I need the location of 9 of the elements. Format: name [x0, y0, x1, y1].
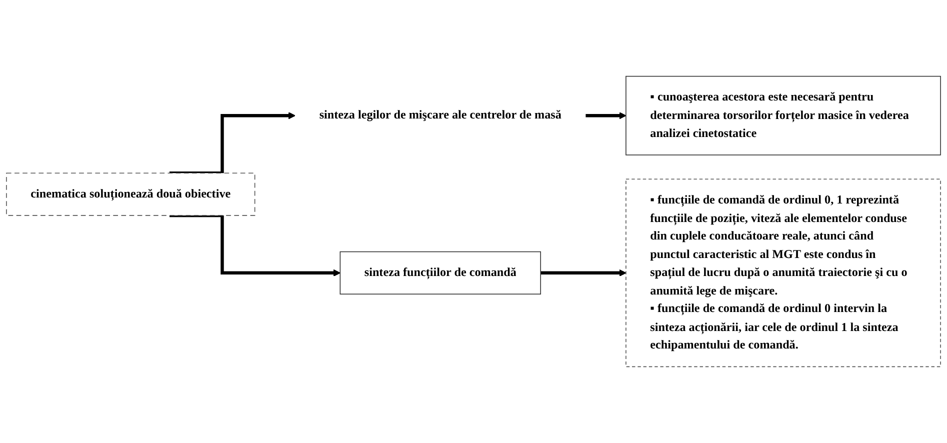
node-box: ▪ funcțiile de comandă de ordinul 0, 1 reprezintă funcțiile de poziție, viteză ale elementelor conduse din cuplele conducătoare reale, atunci când punctul caracteristic al MGT este condus în spațiul de lucru după o anumită traiectorie şi cu o anumită lege de mişcare. ▪ funcțiile de comandă de ordinul 0 intervin la sinteza acționării, iar cele de ordinul 1 la sinteza echipamentului de comandă. — [626, 178, 941, 368]
node-box: cinematica soluționează două obiective — [6, 172, 256, 216]
arrow — [170, 214, 340, 276]
arrow — [540, 269, 626, 276]
node-box: sinteza funcțiilor de comandă — [340, 251, 541, 294]
arrow — [586, 112, 626, 120]
arrow — [170, 112, 296, 175]
node-text: sinteza legilor de mişcare ale centrelor de masă — [319, 108, 562, 122]
node-box: ▪ cunoaşterea acestora este necesară pentru determinarea torsorilor forțelor masice în vederea analizei cinetostatice — [626, 76, 941, 156]
